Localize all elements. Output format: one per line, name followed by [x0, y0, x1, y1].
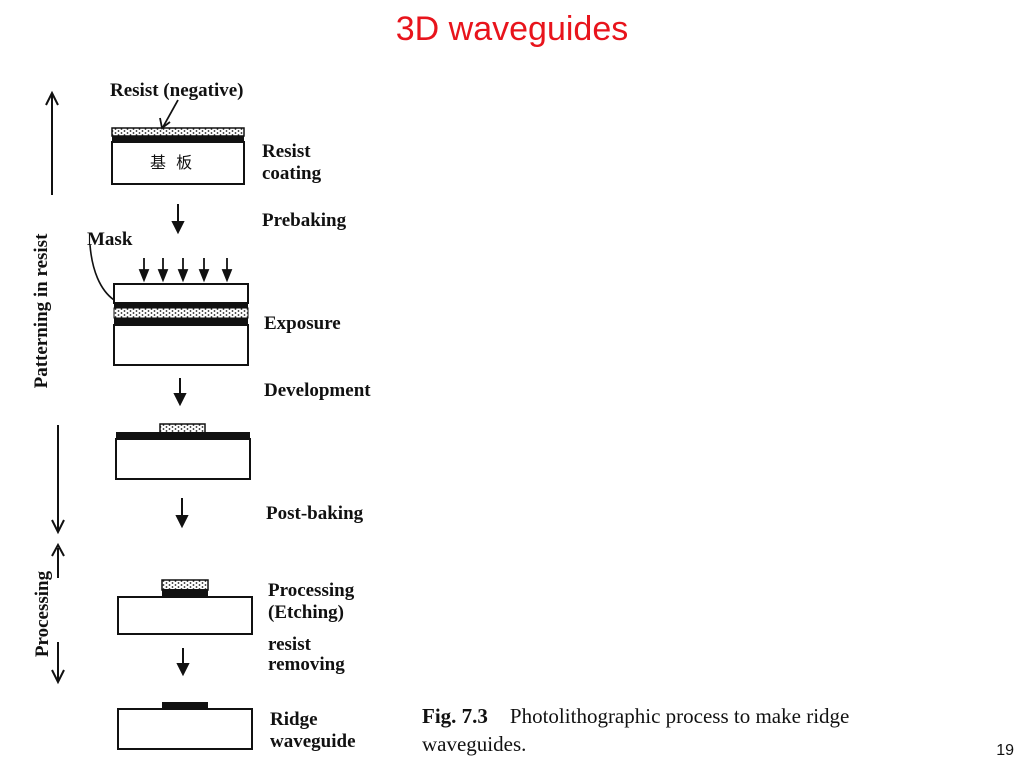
light-arrow-head [198, 269, 210, 283]
flow-arrow-3 [175, 498, 189, 529]
step-label-ridge: Ridge [270, 709, 318, 730]
step-development-wafer [115, 423, 251, 480]
patterning-range-arrow [45, 90, 59, 195]
step-label-coating: coating [262, 163, 322, 184]
caption-line-2: waveguides. [422, 732, 527, 756]
mask-label: Mask [87, 229, 133, 250]
flow-arrow-2 [173, 378, 187, 407]
light-arrow-head [221, 269, 233, 283]
figure-caption: Fig. 7.3 Photolithographic process to mak… [422, 702, 849, 758]
step-resist-coating-wafer [111, 127, 245, 185]
step-processing-wafer [117, 579, 253, 635]
page-number: 19 [996, 742, 1014, 759]
flow-arrow-4 [176, 648, 190, 677]
processing-range-arrows [51, 425, 65, 685]
step-label-exposure: Exposure [264, 313, 341, 334]
step-label-post-baking: Post-baking [266, 503, 364, 524]
light-arrow-head [157, 269, 169, 283]
side-label-patterning: Patterning in resist [31, 233, 52, 389]
step-label-resist-remove: resist [268, 634, 311, 655]
flow-arrow-1 [171, 204, 185, 235]
step-label-development: Development [264, 380, 371, 401]
resist-pointer-arrow [159, 99, 179, 130]
caption-line-1: Photolithographic process to make ridge [509, 704, 850, 728]
step-label-prebaking: Prebaking [262, 210, 347, 231]
step-label-waveguide: waveguide [270, 731, 356, 752]
light-arrow-head [138, 269, 150, 283]
substrate-label: 基 板 [150, 153, 193, 172]
step-label-etching: (Etching) [268, 602, 344, 623]
step-label-removing: removing [268, 654, 345, 675]
figure-number: Fig. 7.3 [422, 704, 488, 728]
step-ridge-waveguide-wafer [117, 702, 253, 750]
resist-negative-label: Resist (negative) [110, 80, 244, 101]
step-exposure-wafer [113, 283, 249, 366]
exposure-light-arrows [138, 258, 233, 283]
step-label-resist: Resist [262, 141, 311, 162]
step-label-processing: Processing [268, 580, 355, 601]
mask-pointer-line [89, 244, 115, 301]
slide-title: 3D waveguides [395, 10, 629, 48]
side-label-processing: Processing [32, 570, 53, 658]
light-arrow-head [177, 269, 189, 283]
